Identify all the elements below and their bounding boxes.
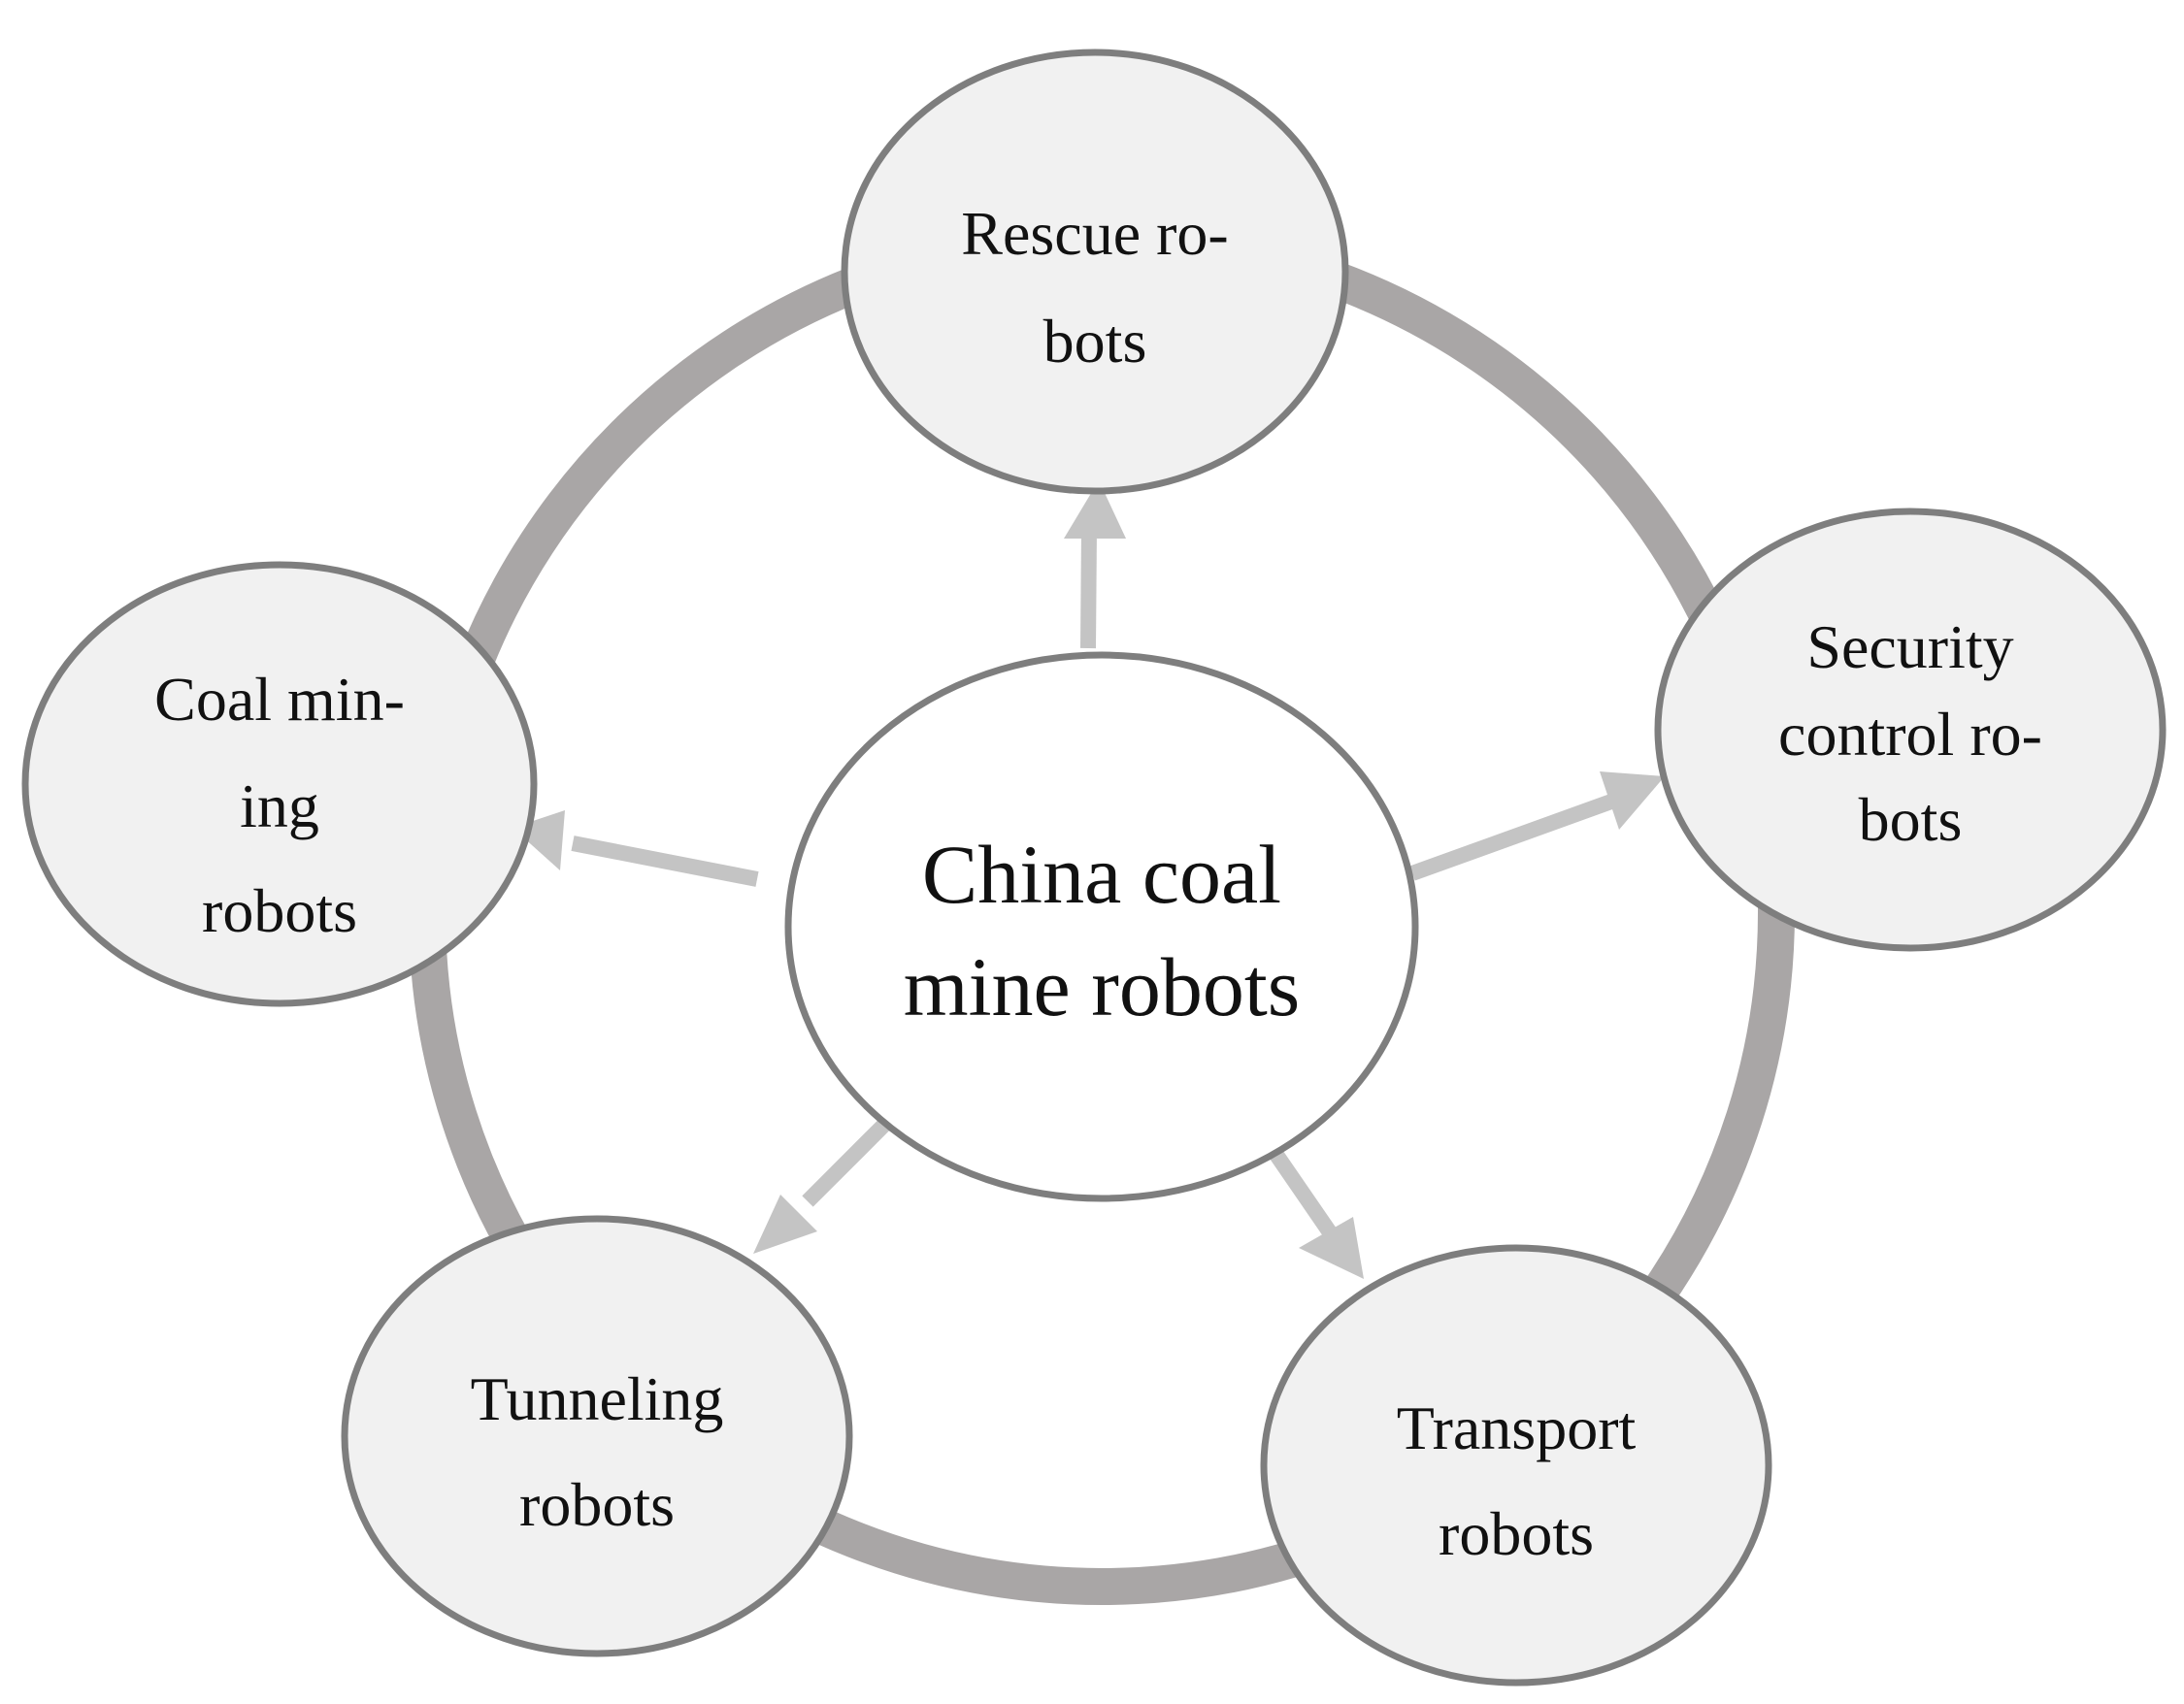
center-label-line-1: China coal	[922, 828, 1281, 921]
transport-label-line-1: Transport	[1397, 1393, 1637, 1462]
node-coal-mining-robots: Coal min- ing robots	[21, 561, 538, 1007]
node-security-control-robots: Security control ro- bots	[1654, 508, 2167, 952]
center-label-line-2: mine robots	[904, 940, 1300, 1033]
tunneling-label-line-1: Tunneling	[471, 1364, 724, 1433]
arrow-to-security	[1409, 771, 1665, 881]
node-tunneling-robots: Tunneling robots	[341, 1215, 853, 1657]
arrow-to-transport	[1270, 1150, 1364, 1279]
coal-mining-label-line-1: Coal min-	[154, 665, 405, 734]
arrow-to-coal-mining	[513, 810, 759, 887]
transport-label-line-2: robots	[1439, 1499, 1594, 1568]
tunneling-label-line-2: robots	[519, 1470, 675, 1539]
coal-mining-label-line-3: robots	[202, 876, 357, 945]
arrow-to-tunneling	[753, 1118, 891, 1254]
rescue-label-line-1: Rescue ro-	[961, 199, 1228, 268]
security-label-line-3: bots	[1859, 785, 1963, 854]
center-node: China coal mine robots	[784, 651, 1419, 1202]
security-label-line-2: control ro-	[1778, 700, 2042, 769]
node-transport-robots: Transport robots	[1260, 1244, 1772, 1687]
rescue-label-line-2: bots	[1043, 307, 1147, 376]
arrow-to-rescue	[1064, 480, 1126, 649]
node-rescue-robots: Rescue ro- bots	[841, 49, 1349, 495]
coal-mining-label-line-2: ing	[240, 771, 319, 840]
security-label-line-1: Security	[1806, 612, 2013, 681]
